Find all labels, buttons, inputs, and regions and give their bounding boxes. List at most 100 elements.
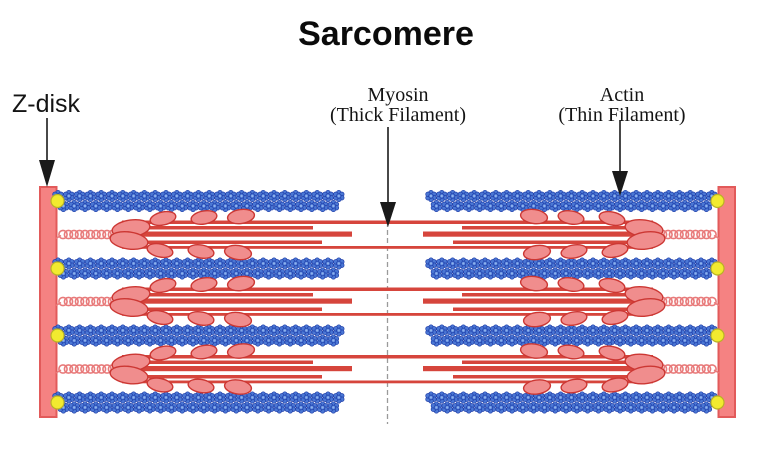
myosin-head <box>187 244 215 259</box>
myosin-head <box>190 210 218 225</box>
myosin-backbone-line <box>117 375 322 379</box>
diagram-title: Sarcomere <box>298 15 474 53</box>
myosin-head <box>223 244 253 261</box>
myosin-head <box>226 208 256 225</box>
myosin-head <box>522 379 552 395</box>
myosin-backbone-line <box>387 355 653 359</box>
myosin-backbone-line <box>117 226 313 230</box>
myosin-half-right <box>387 343 720 395</box>
myosin-head <box>560 311 588 326</box>
actin-filament <box>52 324 345 347</box>
myosin-backbone-line <box>387 220 653 224</box>
myosin-backbone-line <box>117 240 322 244</box>
myosin-head <box>557 210 585 225</box>
myosin-backbone-line <box>387 313 653 316</box>
myosin-head <box>519 275 549 292</box>
myosin-head <box>149 277 177 294</box>
myosin-head <box>519 208 549 225</box>
actin-filament <box>425 324 718 347</box>
myosin-head <box>601 377 629 393</box>
titin-spring <box>55 229 118 240</box>
titin-spring <box>55 364 118 374</box>
myosin-head <box>522 244 552 261</box>
myosin-backbone-line <box>453 240 658 244</box>
myosin-backbone-line <box>387 380 653 384</box>
actin-anchor-dot <box>710 261 725 276</box>
actin-anchor-dots <box>50 193 725 410</box>
myosin-half-right <box>387 275 720 328</box>
myosin-cap-oval <box>626 230 666 251</box>
myosin-backbone-line <box>117 307 322 311</box>
myosin-backbone-line <box>122 287 388 291</box>
myosin-backbone-line <box>122 355 388 359</box>
myosin-head <box>187 311 215 326</box>
actin-anchor-dot <box>50 328 65 343</box>
myosin-head <box>226 275 256 292</box>
titin-spring <box>55 296 118 307</box>
actin-anchor-dot <box>50 261 65 276</box>
titin-spring <box>657 229 720 240</box>
myosin-head <box>522 311 552 328</box>
actin-anchor-dot <box>710 395 725 410</box>
myosin-head <box>149 210 177 227</box>
z-disk-bar-right <box>717 186 736 418</box>
myosin-head <box>187 378 215 394</box>
myosin-head <box>146 242 174 259</box>
myosin-head <box>226 343 256 359</box>
actin-filament <box>425 257 718 280</box>
myosin-head <box>557 277 585 292</box>
myosin-head <box>223 379 253 395</box>
myosin-head <box>190 344 218 360</box>
myosin-head <box>601 309 629 326</box>
myosin-backbone-line <box>423 298 658 304</box>
myosin-head <box>190 277 218 292</box>
myosin-head <box>560 378 588 394</box>
myosin-backbone-line <box>117 360 313 364</box>
actin-arrow <box>612 120 628 196</box>
myosin-backbone-line <box>117 293 313 297</box>
z-disk-bar-left <box>39 186 58 418</box>
myosin-head <box>146 377 174 393</box>
myosin-backbone-line <box>423 231 658 237</box>
myosin-half-left <box>55 275 388 328</box>
myosin-thick-filaments <box>55 208 720 395</box>
myosin-backbone-line <box>453 307 658 311</box>
myosin-head <box>601 242 629 259</box>
titin-spring <box>657 364 720 374</box>
myosin-backbone-line <box>387 246 653 249</box>
myosin-backbone-line <box>122 220 388 224</box>
myosin-backbone-line <box>117 298 352 304</box>
myosin-backbone-line <box>387 287 653 291</box>
myosin-half-left <box>55 343 388 395</box>
myosin-cap-oval <box>626 297 666 318</box>
myosin-backbone-line <box>122 313 388 316</box>
myosin-backbone-line <box>117 366 352 372</box>
myosin-backbone-line <box>462 293 658 297</box>
actin-anchor-dot <box>50 395 65 410</box>
myosin-head <box>223 311 253 328</box>
actin-anchor-dot <box>50 193 65 209</box>
myosin-head <box>598 277 626 294</box>
myosin-head <box>149 345 177 361</box>
z-disk-label: Z-disk <box>12 90 81 118</box>
myosin-head <box>598 210 626 227</box>
myosin-arrow <box>380 127 396 227</box>
actin-label-line1: Actin <box>600 84 644 106</box>
myosin-head <box>519 343 549 359</box>
myosin-head <box>560 244 588 259</box>
myosin-half-left <box>55 208 388 261</box>
myosin-backbone-line <box>423 366 658 372</box>
actin-filament <box>425 391 718 414</box>
actin-filament <box>52 391 345 414</box>
actin-label: Actin (Thin Filament) <box>558 84 685 126</box>
myosin-label-line1: Myosin <box>367 84 428 106</box>
actin-filament <box>52 189 345 213</box>
myosin-backbone-line <box>453 375 658 379</box>
myosin-backbone-line <box>462 360 658 364</box>
myosin-cap-oval <box>626 365 666 385</box>
myosin-cap-oval <box>109 230 149 251</box>
myosin-backbone-line <box>117 231 352 237</box>
myosin-cap-oval <box>109 365 149 385</box>
